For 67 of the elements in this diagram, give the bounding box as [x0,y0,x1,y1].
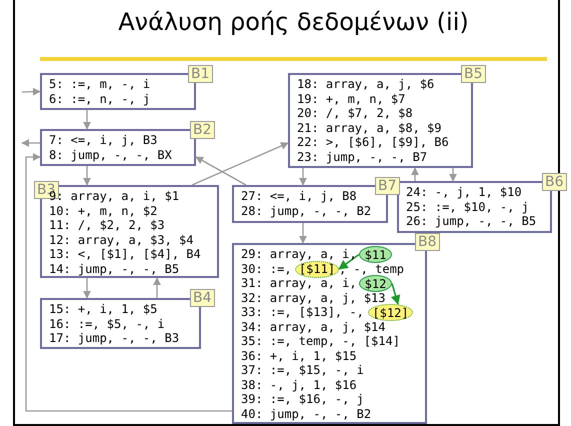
arrow [195,156,246,186]
arrow [22,88,41,96]
code-line: 38: -, j, 1, $16 [241,378,357,392]
code-line: 19: +, m, n, $7 [297,92,406,106]
code-line: 35: :=, temp, -, [$14] [241,334,400,348]
highlighted-operand: $11 [364,248,386,262]
highlight-ellipse [368,304,413,321]
arrow [83,278,91,299]
block-tag: B5 [461,65,486,83]
block-tag: B2 [190,121,215,139]
block-tag: B7 [375,177,400,195]
code-line: 34: array, a, j, $14 [241,320,386,334]
code-line: 14: jump, -, -, B5 [49,262,180,276]
code-line: 32: array, a, j, $13 [241,290,386,305]
arrow [153,277,161,298]
block-tag: B1 [188,65,213,83]
arrow [192,142,289,186]
code-line: 20: /, $7, 2, $8 [297,106,414,120]
code-line: 22: >, [$6], [$9], B6 [297,135,450,150]
arrow [83,166,91,186]
code-line: 18: array, a, j, $6 [297,77,436,92]
arrow [83,110,91,130]
code-line: 5: :=, m, -, i [49,77,152,92]
code-line: 36: +, i, 1, $15 [241,348,357,363]
code-line: 25: :=, $10, -, j [406,200,530,214]
code-line: 24: -, j, 1, $10 [406,185,523,200]
code-line: 37: :=, $15, -, i [241,363,364,378]
arrow [411,167,419,181]
code-line: 11: /, $2, 2, $3 [49,218,166,232]
code-line: 8: jump, -, -, BX [49,148,173,162]
code-line: 10: +, m, n, $2 [49,204,158,218]
code-line: 30: :=, [241,262,292,276]
highlighted-operand: [$12] [372,306,409,320]
arrow [449,168,457,182]
code-line: 12: array, a, $3, $4 [49,232,194,247]
code-line: 40: jump, -, -, B2 [241,406,372,421]
arrow [299,168,307,186]
highlight-ellipse [295,260,339,278]
highlighted-operand: [$11] [298,262,336,276]
code-line: 31: array, a, i, [241,276,357,290]
code-line: 28: jump, -, -, B2 [241,204,372,218]
highlight-ellipse [359,275,392,292]
code-line: 26: jump, -, -, B5 [406,214,538,228]
block-tag: B8 [415,233,440,251]
code-line: 15: +, i, 1, $5 [49,302,158,316]
code-line: 39: :=, $16, -, j [241,392,364,406]
slide-title: Ανάλυση ροής δεδομένων (ii) [117,8,470,36]
code-line: 23: jump, -, -, B7 [297,150,428,164]
highlight-ellipse [359,246,392,263]
code-line: 7: <=, i, j, B3 [49,133,158,148]
arrow [390,283,400,305]
arrow [25,153,232,412]
code-line: , -, temp [339,262,404,276]
code-line: 17: jump, -, -, B3 [49,331,180,346]
code-line: 27: <=, i, j, B8 [241,189,358,204]
highlighted-operand: $12 [364,276,386,290]
block-tag: B4 [190,289,215,307]
code-line: 21: array, a, $8, $9 [297,120,442,135]
code-line: 13: <, [$1], [$4], B4 [49,247,202,262]
block-tag: B6 [542,173,567,191]
code-line: 29: array, a, i, [241,247,357,262]
code-line: 6: :=, n, -, j [49,92,152,106]
arrow [338,254,360,270]
code-line: 33: :=, [$13], -, [241,305,364,320]
arrow [21,139,40,147]
arrow [299,223,307,244]
code-line: 16: :=, $5, -, i [49,316,166,331]
